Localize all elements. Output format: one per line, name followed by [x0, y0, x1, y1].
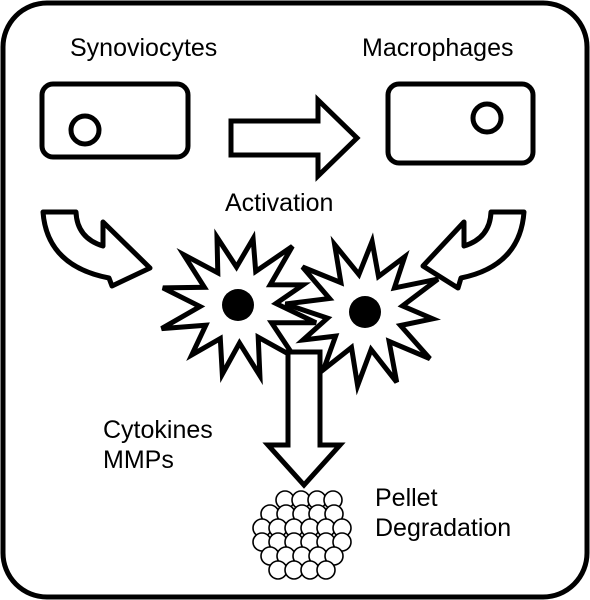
- macrophages-label: Macrophages: [362, 34, 514, 62]
- pellet-degradation-label: Pellet Degradation: [375, 483, 511, 543]
- cytokines-label: Cytokines: [103, 416, 213, 444]
- mmps-label: MMPs: [103, 446, 174, 474]
- cytokines-mmps-label: Cytokines MMPs: [103, 415, 213, 475]
- down-arrow-icon: [262, 349, 346, 489]
- activation-label: Activation: [225, 189, 334, 217]
- activated-macrophage-icon: [284, 232, 441, 396]
- pellet-spheres-icon: [252, 490, 352, 580]
- activation-arrow-icon: [228, 94, 361, 182]
- pellet-sphere: [316, 560, 336, 580]
- macrophage-cell-icon: [385, 81, 536, 166]
- pellet-label: Pellet: [375, 484, 438, 512]
- synoviocyte-cell-icon: [39, 81, 191, 160]
- degradation-label: Degradation: [375, 514, 512, 542]
- right-curved-arrow-icon: [420, 209, 527, 291]
- synoviocytes-label: Synoviocytes: [70, 34, 218, 62]
- left-curved-arrow-icon: [40, 209, 153, 289]
